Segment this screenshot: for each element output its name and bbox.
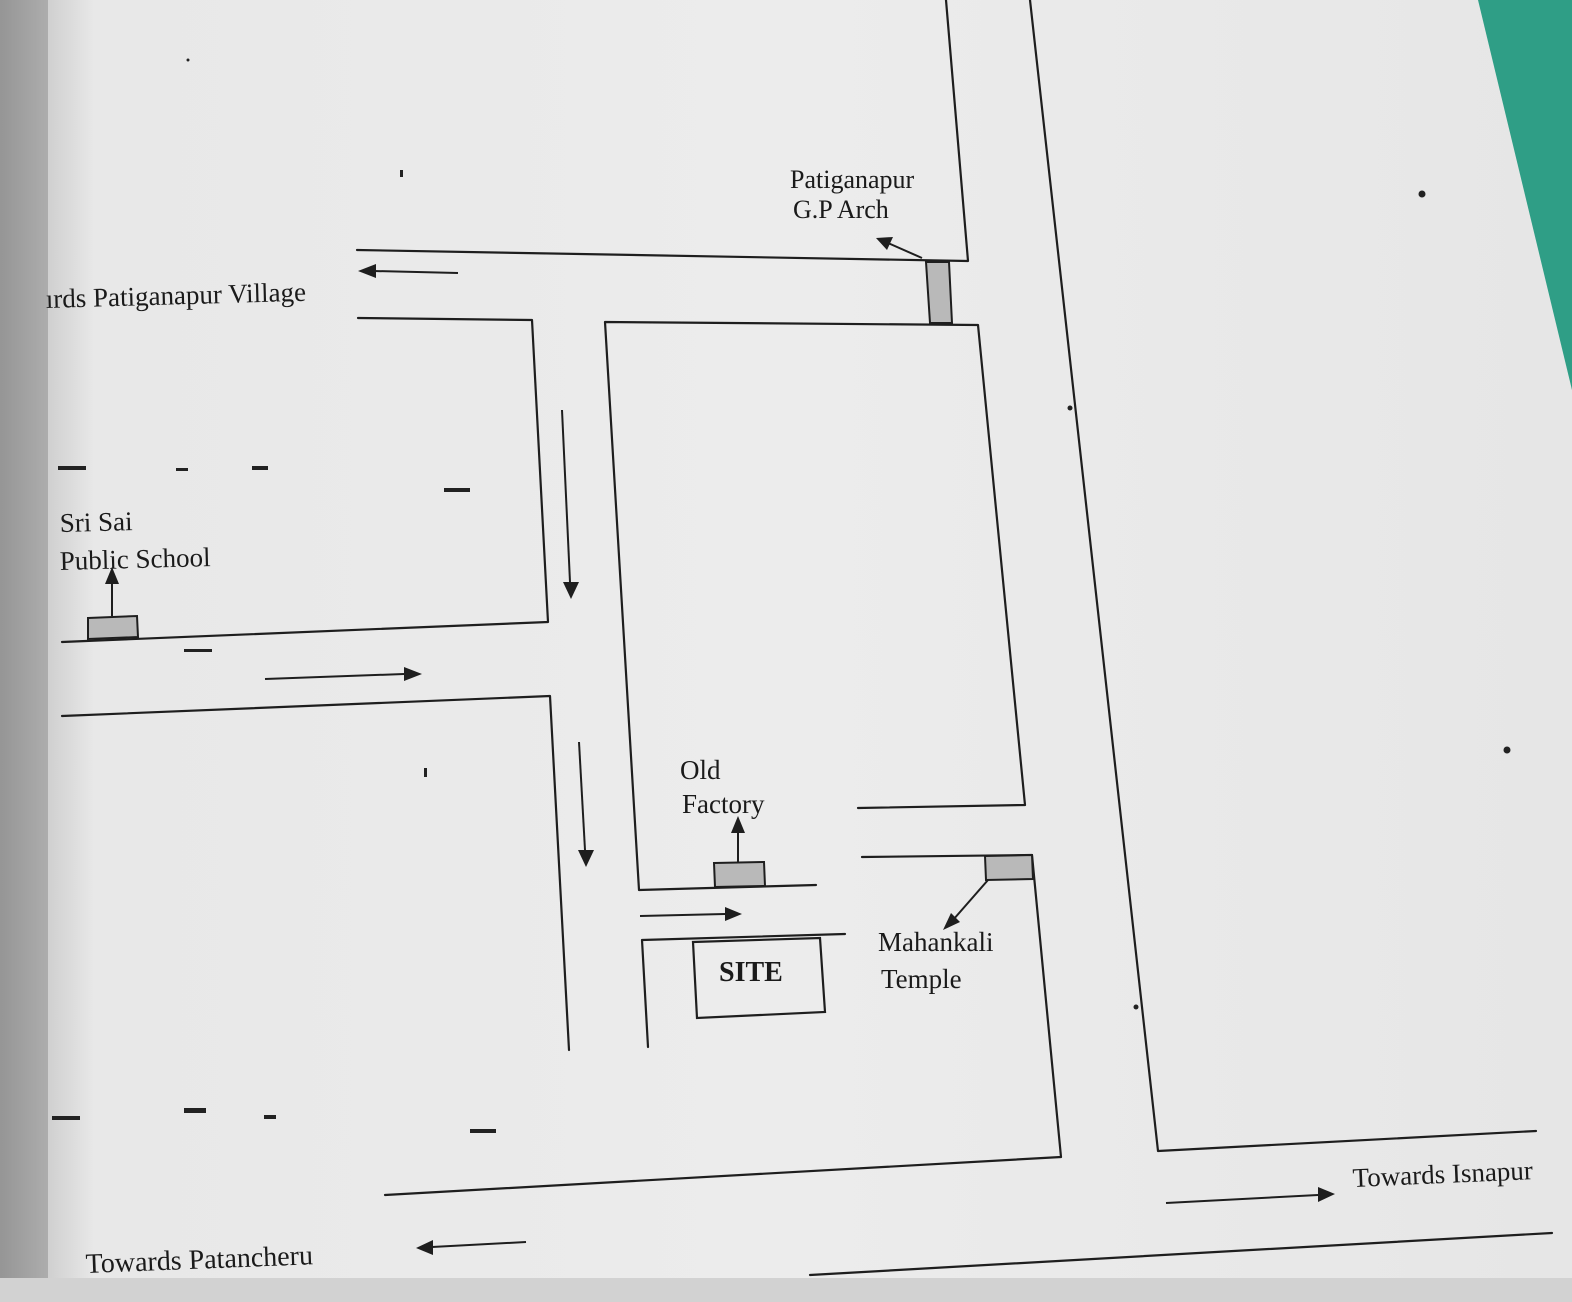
arch-marker xyxy=(876,237,954,324)
road-lines xyxy=(60,0,1554,1277)
temple-marker xyxy=(943,853,1035,930)
label-factory-line1: Old xyxy=(680,755,721,785)
scan-specks xyxy=(52,58,1511,1133)
landmark-markers xyxy=(87,237,1035,1020)
bottom-edge-strip xyxy=(0,1278,1572,1302)
label-towards-patiganapur-village: ırds Patiganapur Village xyxy=(45,277,306,314)
paper-binding-shadow xyxy=(0,0,48,1278)
label-factory-line2: Factory xyxy=(682,789,765,819)
label-school-line1: Sri Sai xyxy=(59,506,133,538)
road-block-temple xyxy=(383,853,1063,1197)
arrow-down-upper xyxy=(561,409,579,599)
arrow-left-patancheru xyxy=(416,1240,527,1255)
arrow-right-site xyxy=(639,907,742,921)
arrow-down-lower xyxy=(578,741,594,867)
road-top-edge xyxy=(355,0,970,263)
road-main-bottom xyxy=(808,1231,1554,1277)
road-block-site xyxy=(640,932,847,1049)
label-site: SITE xyxy=(719,957,783,988)
arrow-right-middle xyxy=(264,667,422,681)
label-temple-line2: Temple xyxy=(881,964,962,994)
label-school-line2: Public School xyxy=(59,542,210,576)
direction-arrows xyxy=(264,264,1335,1255)
arrow-left-village xyxy=(358,264,459,278)
label-temple-line1: Mahankali xyxy=(878,927,993,957)
road-block-lower-left xyxy=(60,694,571,1052)
road-block-top-left xyxy=(60,316,550,644)
road-block-central xyxy=(603,320,1027,892)
site-box xyxy=(691,936,827,1020)
school-marker xyxy=(87,567,140,641)
label-arch-line1: Patiganapur xyxy=(790,165,915,194)
factory-marker xyxy=(712,816,767,889)
road-main-right xyxy=(1028,0,1538,1153)
label-arch-line2: G.P Arch xyxy=(793,195,889,224)
arrow-right-isnapur xyxy=(1165,1187,1335,1204)
